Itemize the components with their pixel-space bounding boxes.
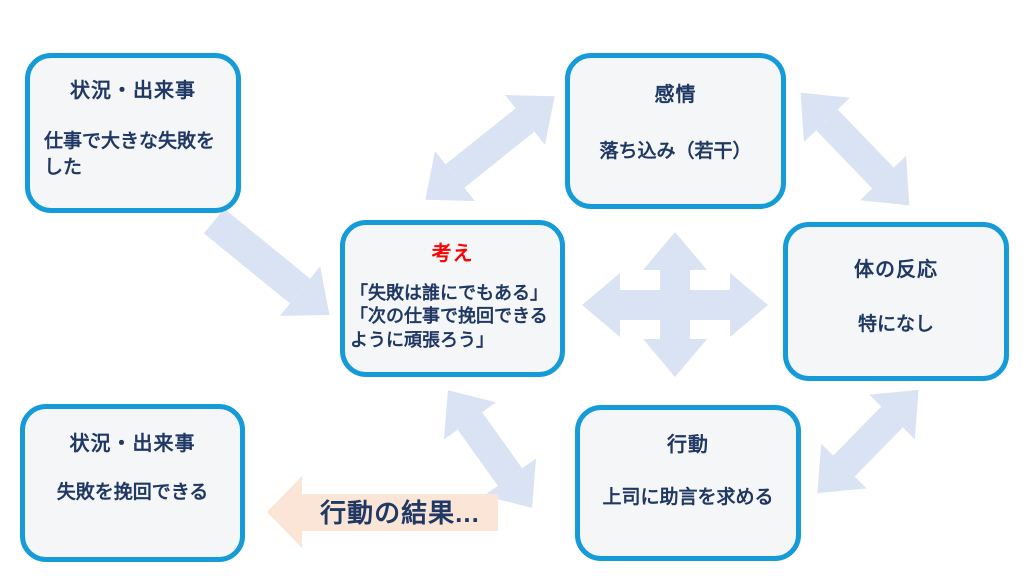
box-behavior: 行動 上司に助言を求める (575, 405, 801, 561)
box-title: 状況・出来事 (70, 80, 196, 102)
thought-behavior-arrow-icon (443, 390, 537, 508)
box-body: 上司に助言を求める (602, 487, 774, 508)
box-title: 行動 (667, 434, 709, 456)
box-body: 失敗を挽回できる (56, 482, 209, 503)
result-arrow-label: 行動の結果... (320, 498, 480, 528)
thought-emotion-arrow-icon (425, 95, 555, 201)
box-title: 感情 (654, 84, 697, 106)
situation-to-thought-arrow-icon (203, 208, 330, 316)
box-situation-event-result: 状況・出来事 失敗を挽回できる (20, 404, 245, 562)
box-body: 特になし (857, 314, 934, 335)
box-body-reaction: 体の反応 特になし (783, 222, 1009, 381)
box-title: 体の反応 (854, 259, 938, 281)
behavior-result-arrow-icon (267, 476, 498, 548)
box-situation-event-top: 状況・出来事 仕事で大きな失敗を した (25, 53, 241, 213)
box-title: 状況・出来事 (69, 433, 196, 455)
box-title: 考え (431, 243, 474, 265)
box-body: 「失敗は誰にでもある」 「次の仕事で挽回できる ように頑張ろう」 (350, 283, 548, 350)
emotion-body-reaction-arrow-icon (800, 92, 910, 206)
box-emotion: 感情 落ち込み（若干） (565, 53, 786, 209)
box-body: 仕事で大きな失敗を した (44, 131, 216, 178)
thought-body-reaction-quad-arrow-icon (582, 232, 768, 377)
box-thought: 考え 「失敗は誰にでもある」 「次の仕事で挽回できる ように頑張ろう」 (340, 220, 565, 377)
body-reaction-behavior-arrow-icon (817, 389, 919, 494)
box-body: 落ち込み（若干） (599, 141, 752, 162)
